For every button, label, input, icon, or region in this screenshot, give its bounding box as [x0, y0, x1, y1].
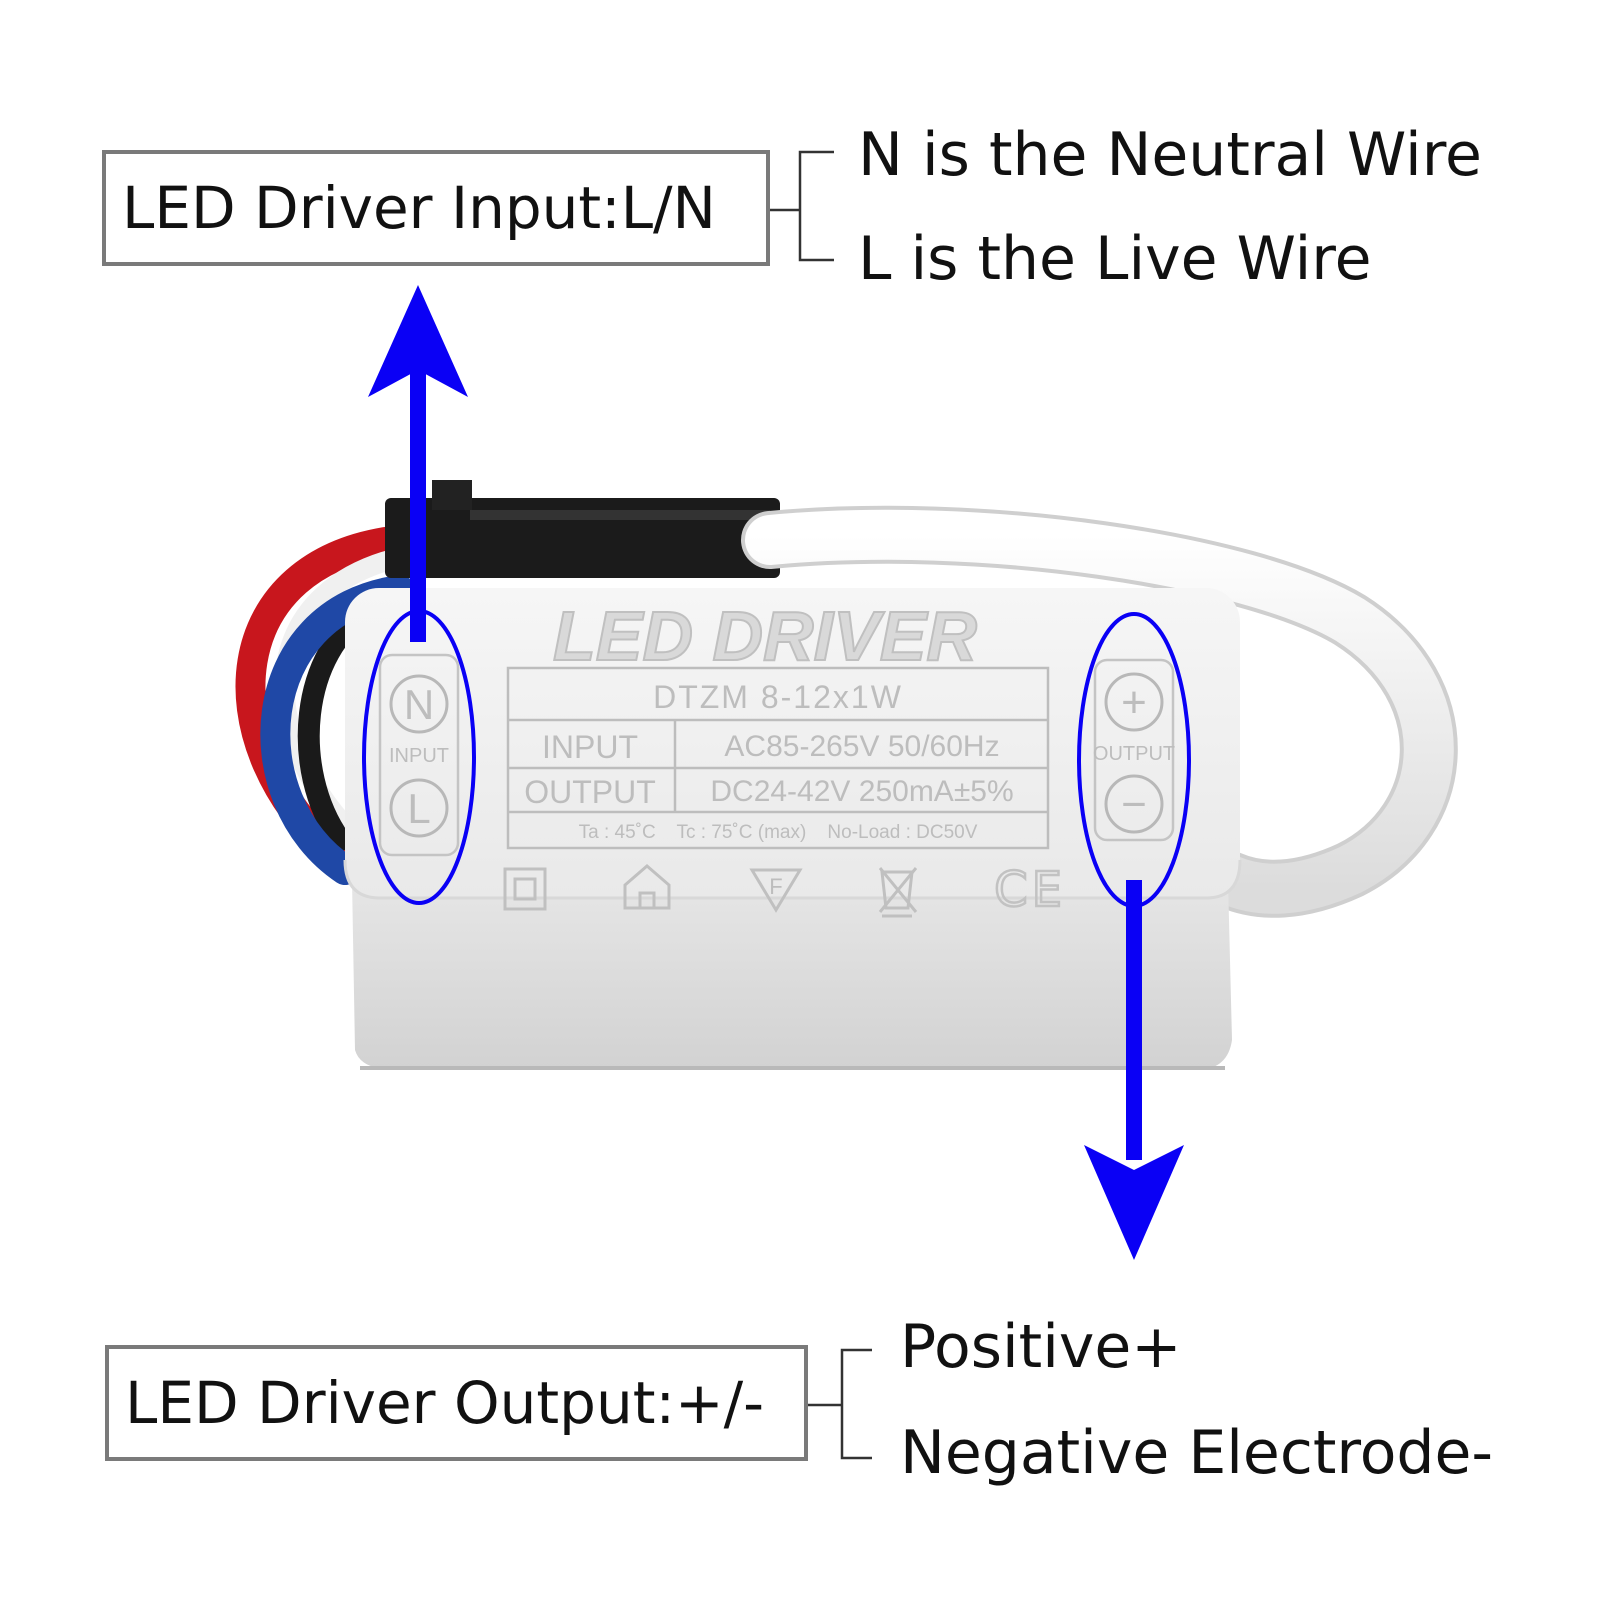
negative-note: Negative Electrode- [900, 1418, 1494, 1488]
input-arrow [368, 285, 468, 642]
live-terminal-label: L [407, 785, 430, 832]
f-mark-label: F [769, 874, 782, 899]
input-bracket [770, 150, 834, 262]
weee-bin-icon [878, 867, 918, 918]
input-terminal-label: INPUT [389, 745, 449, 767]
output-wire [741, 505, 1458, 918]
neutral-wire-note: N is the Neutral Wire [858, 120, 1482, 190]
input-callout-box: LED Driver Input:L/N [102, 150, 770, 266]
positive-terminal-label: + [1121, 678, 1147, 727]
live-terminal-icon [389, 778, 449, 838]
positive-note: Positive+ [900, 1312, 1182, 1382]
device-brand: LED DRIVER [553, 597, 977, 675]
spec-input-label: INPUT [542, 729, 638, 765]
f-mark-icon [749, 868, 803, 913]
indoor-use-icon [623, 864, 671, 910]
device-model: DTZM 8-12x1W [653, 679, 903, 715]
spec-table [506, 666, 1050, 850]
down-arrow-icon [1084, 1145, 1184, 1260]
negative-terminal-label: − [1121, 780, 1147, 829]
neutral-terminal-icon [389, 674, 449, 734]
driver-case [343, 588, 1242, 1070]
double-insulation-icon [503, 867, 547, 911]
ce-mark: CE [994, 862, 1066, 918]
spec-output-value: DC24-42V 250mA±5% [710, 775, 1013, 808]
output-bracket [808, 1348, 872, 1460]
spec-input-value: AC85-265V 50/60Hz [724, 730, 999, 763]
blue-wire [260, 575, 415, 885]
spec-ratings: Ta : 45˚C Tc : 75˚C (max) No-Load : DC50… [579, 822, 978, 843]
positive-terminal-icon [1104, 672, 1164, 732]
live-wire-note: L is the Live Wire [858, 224, 1372, 294]
spec-output-label: OUTPUT [524, 774, 656, 810]
output-arrow [1084, 880, 1184, 1260]
connector-plug [385, 480, 780, 578]
up-arrow-icon [368, 285, 468, 397]
negative-terminal-icon [1104, 774, 1164, 834]
neutral-terminal-label: N [404, 681, 434, 728]
output-callout-title: LED Driver Output:+/- [125, 1369, 765, 1437]
certification-symbols: F [503, 864, 918, 918]
input-terminal: N INPUT L [378, 653, 460, 857]
input-callout-title: LED Driver Input:L/N [122, 174, 716, 242]
output-terminal: + OUTPUT − [1093, 658, 1175, 842]
output-callout-box: LED Driver Output:+/- [105, 1345, 808, 1461]
output-terminal-label: OUTPUT [1093, 743, 1175, 765]
